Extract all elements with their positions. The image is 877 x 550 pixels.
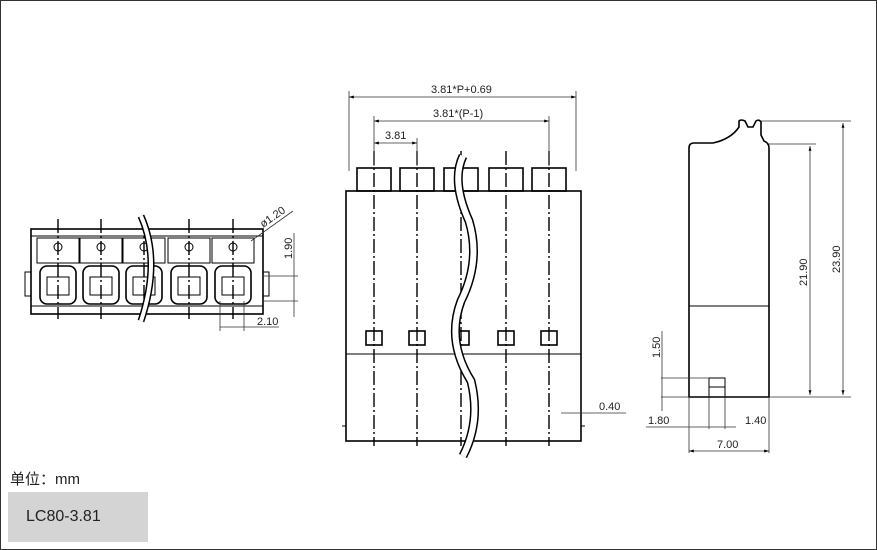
- top-view: ø1.20 1.90 2.10: [24, 204, 298, 331]
- span-dim: 3.81*(P-1): [433, 108, 483, 120]
- edge-dim: 0.40: [599, 401, 620, 413]
- left-offset-dim: 1.80: [648, 415, 669, 427]
- front-view: 3.81*P+0.69 3.81*(P-1) 3.81 0.40: [342, 84, 626, 459]
- unit-label: 单位：mm: [10, 471, 80, 488]
- overall-dim: 3.81*P+0.69: [431, 84, 492, 96]
- side-view: 21.90 23.90 1.50 1.80 1.40 7.00: [646, 119, 851, 453]
- total-height-dim: 23.90: [831, 245, 843, 273]
- offset-dim: 2.10: [257, 316, 278, 328]
- width-dim: 7.00: [717, 439, 738, 451]
- pitch-dim: 3.81: [385, 130, 406, 142]
- model-title-box: LC80-3.81: [8, 492, 148, 542]
- body-height-dim: 21.90: [798, 258, 810, 286]
- right-offset-dim: 1.40: [745, 415, 766, 427]
- model-name: LC80-3.81: [26, 508, 101, 525]
- slot-height-dim: 1.50: [651, 337, 663, 358]
- height-dim: 1.90: [283, 238, 295, 259]
